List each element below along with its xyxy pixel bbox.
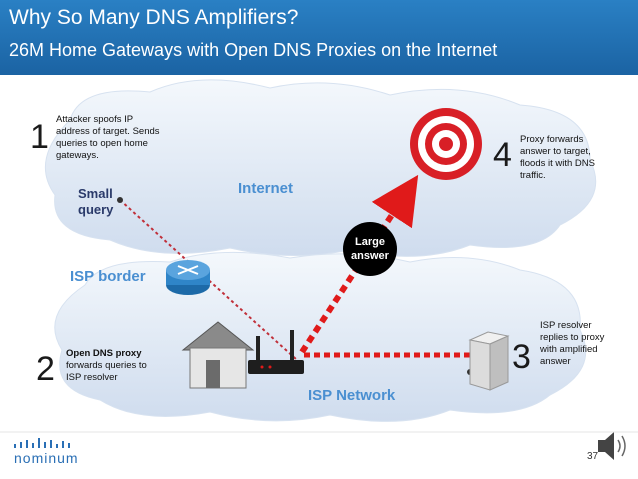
server-icon: [468, 331, 510, 391]
header-bar: Why So Many DNS Amplifiers? 26M Home Gat…: [0, 0, 638, 75]
gateway-icon: [248, 330, 304, 374]
page-title: Why So Many DNS Amplifiers?: [9, 6, 299, 29]
step-2-bold: Open DNS proxy: [66, 348, 142, 359]
router-icon: [166, 260, 210, 295]
speaker-icon[interactable]: [598, 432, 626, 460]
large-answer-label: Large answer: [351, 236, 389, 262]
step-2-number: 2: [36, 350, 55, 388]
house-icon: [181, 321, 255, 389]
nominum-logo: nominum: [14, 450, 79, 466]
logo-mark: [14, 438, 70, 448]
step-1-number: 1: [30, 118, 49, 156]
page-subtitle: 26M Home Gateways with Open DNS Proxies …: [9, 40, 498, 60]
internet-label: Internet: [238, 180, 294, 197]
step-4-text: Proxy forwards answer to target, floods …: [520, 134, 595, 181]
isp-network-label: ISP Network: [308, 387, 396, 404]
target-icon: [410, 108, 482, 180]
step-2-rest: forwards queries to ISP resolver: [66, 360, 147, 383]
step-3-text: ISP resolver replies to proxy with ampli…: [540, 320, 605, 367]
step-3-number: 3: [512, 338, 531, 376]
page-number: 37: [587, 451, 599, 462]
internet-cloud: [44, 79, 597, 257]
large-answer-badge: Large answer: [343, 222, 397, 276]
small-query-label: Small query: [78, 186, 114, 217]
step-2-text: Open DNS proxy forwards queries to ISP r…: [66, 348, 162, 384]
step-1-text: Attacker spoofs IP address of target. Se…: [56, 114, 160, 161]
flood-path: [299, 174, 419, 354]
step-4-number: 4: [493, 136, 512, 174]
small-query-dot: [117, 197, 123, 203]
isp-border-label: ISP border: [70, 268, 146, 285]
small-query-path: [119, 199, 298, 361]
